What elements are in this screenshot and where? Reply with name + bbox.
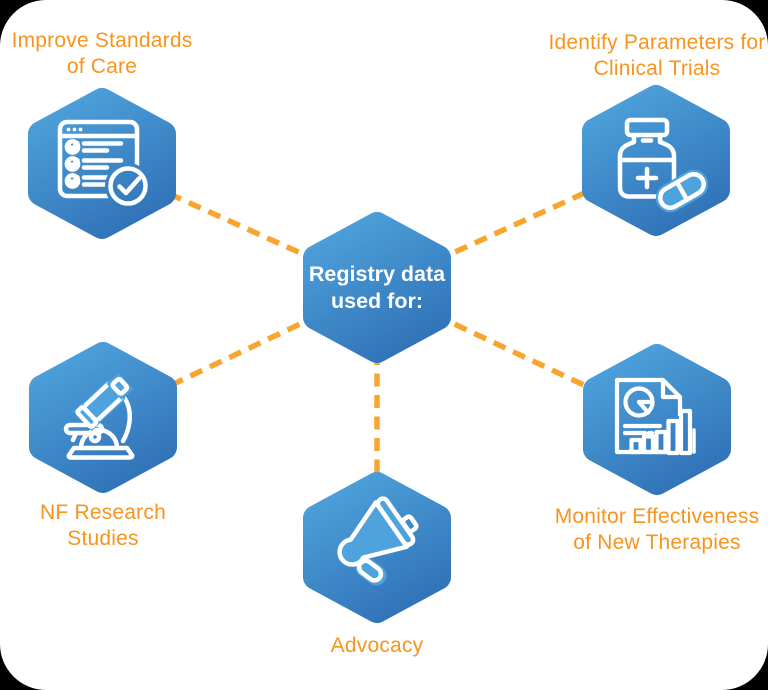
node-nf-research [28, 340, 178, 495]
node-advocacy [302, 470, 452, 625]
node-clinical-trials [581, 83, 731, 238]
center-title: Registry data used for: [302, 210, 452, 365]
label-line: Monitor Effectiveness [554, 505, 760, 528]
node-center-registry: Registry data used for: [302, 210, 452, 365]
node-improve-standards [27, 86, 177, 241]
label-line: Clinical Trials [593, 57, 721, 80]
checklist-check-icon [57, 119, 151, 209]
label-monitor-effectiveness: Monitor Effectiveness of New Therapies [546, 504, 768, 556]
label-advocacy: Advocacy [277, 633, 477, 659]
label-line: Improve Standards [11, 29, 193, 52]
microscope-icon [63, 372, 135, 460]
label-nf-research: NF Research Studies [3, 500, 203, 552]
report-charts-icon [614, 377, 696, 457]
node-monitor-effectiveness [582, 342, 732, 497]
label-line: NF Research [40, 501, 166, 524]
center-title-line2: used for: [331, 288, 423, 313]
hexagon-shape [303, 212, 451, 363]
label-line: Studies [67, 527, 139, 550]
hexagon-shape [583, 344, 731, 495]
center-title-line1: Registry data [308, 261, 446, 286]
label-clinical-trials: Identify Parameters for Clinical Trials [546, 30, 768, 82]
label-line: of Care [66, 55, 138, 78]
label-line: of New Therapies [573, 531, 741, 554]
medicine-bottle-pill-icon [617, 117, 709, 213]
label-improve-standards: Improve Standards of Care [2, 28, 202, 80]
megaphone-icon [337, 496, 419, 586]
label-line: Identify Parameters for [548, 31, 766, 54]
label-line: Advocacy [330, 634, 424, 657]
